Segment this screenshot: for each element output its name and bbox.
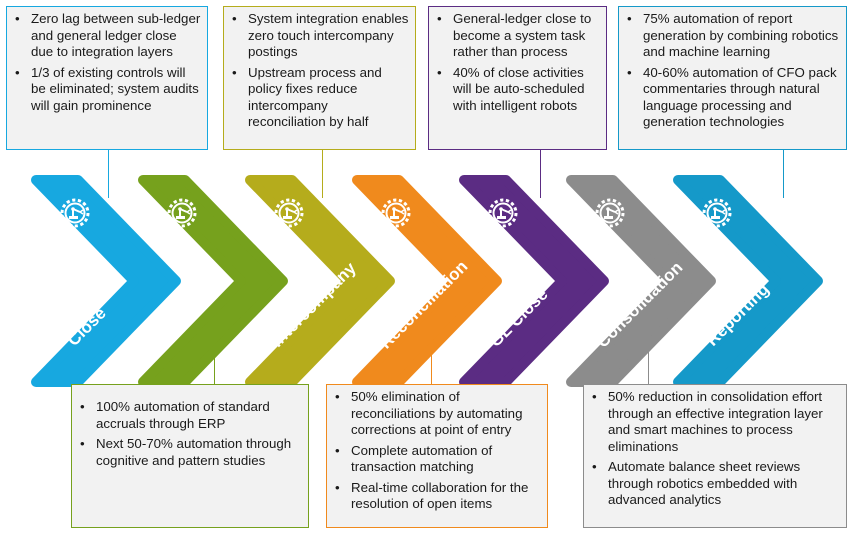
note-item: Upstream process and policy fixes reduce… xyxy=(230,65,409,131)
chevron-consolidation xyxy=(566,175,716,387)
note-consolidation: 50% reduction in consolidation effort th… xyxy=(583,384,847,528)
note-item: Next 50-70% automation through cognitive… xyxy=(78,436,302,469)
note-item: Automate balance sheet reviews through r… xyxy=(590,459,840,509)
chevron-accruals xyxy=(138,175,288,387)
note-item: Zero lag between sub-ledger and general … xyxy=(13,11,201,61)
note-item: Real-time collaboration for the resoluti… xyxy=(333,480,541,513)
note-item: 100% automation of standard accruals thr… xyxy=(78,399,302,432)
chevron-reporting xyxy=(673,175,823,387)
note-item: 40% of close activities will be auto-sch… xyxy=(435,65,600,115)
connector-gl-close xyxy=(540,149,541,198)
connector-accruals xyxy=(214,330,215,384)
note-reconciliation: 50% elimination of reconciliations by au… xyxy=(326,384,548,528)
chevron-reconciliation xyxy=(352,175,502,387)
note-item: 40-60% automation of CFO pack commentari… xyxy=(625,65,840,131)
connector-intercompany xyxy=(322,149,323,198)
connector-reporting xyxy=(783,149,784,198)
note-reporting: 75% automation of report generation by c… xyxy=(618,6,847,150)
chevron-gl-close xyxy=(459,175,609,387)
note-sub-ledger: Zero lag between sub-ledger and general … xyxy=(6,6,208,150)
note-item: 75% automation of report generation by c… xyxy=(625,11,840,61)
note-gl-close: General-ledger close to become a system … xyxy=(428,6,607,150)
note-accruals: 100% automation of standard accruals thr… xyxy=(71,384,309,528)
connector-sub-ledger xyxy=(108,149,109,198)
chevron-intercompany xyxy=(245,175,395,387)
note-item: 50% elimination of reconciliations by au… xyxy=(333,389,541,439)
note-item: System integration enables zero touch in… xyxy=(230,11,409,61)
note-intercompany: System integration enables zero touch in… xyxy=(223,6,416,150)
note-item: 1/3 of existing controls will be elimina… xyxy=(13,65,201,115)
note-item: Complete automation of transaction match… xyxy=(333,443,541,476)
note-item: General-ledger close to become a system … xyxy=(435,11,600,61)
note-item: 50% reduction in consolidation effort th… xyxy=(590,389,840,455)
chevron-sub-ledger-close xyxy=(31,175,181,387)
connector-consolidation xyxy=(648,330,649,384)
connector-reconciliation xyxy=(431,330,432,384)
